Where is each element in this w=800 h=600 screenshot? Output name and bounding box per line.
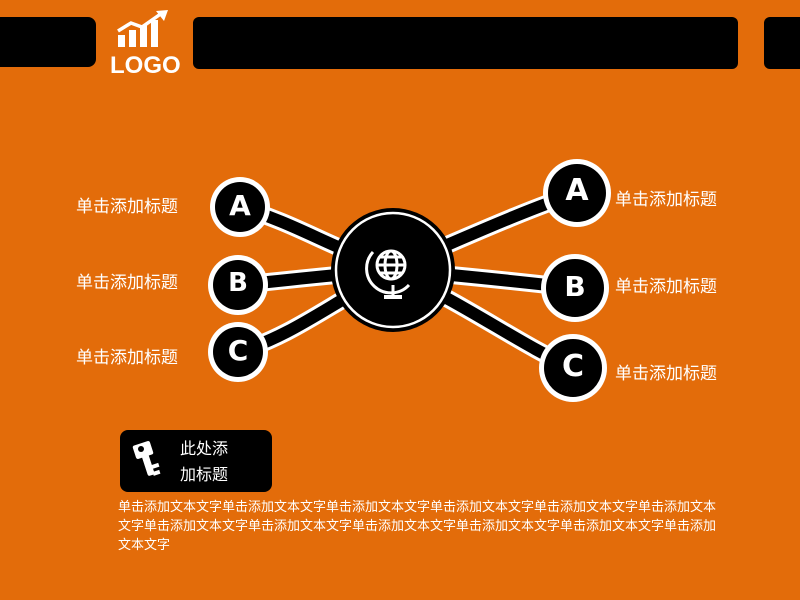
callout-box[interactable]: 此处添 加标题	[120, 430, 272, 492]
header-bar-title	[193, 17, 738, 69]
node-right-b-label[interactable]: 单击添加标题	[615, 277, 717, 297]
globe-icon	[365, 249, 411, 299]
node-left-b-letter: B	[228, 268, 248, 298]
callout-title-line2: 加标题	[180, 465, 229, 484]
callout-title-line1: 此处添	[180, 439, 229, 458]
key-icon	[132, 441, 161, 476]
body-paragraph[interactable]: 单击添加文本文字单击添加文本文字单击添加文本文字单击添加文本文字单击添加文本文字…	[118, 500, 717, 553]
node-left-c-label[interactable]: 单击添加标题	[76, 348, 178, 368]
node-right-b-letter: B	[564, 270, 586, 303]
node-left-c[interactable]	[208, 322, 268, 382]
node-right-a-letter: A	[565, 173, 589, 208]
node-left-a-letter: A	[229, 189, 251, 222]
bar-chart-logo-icon	[117, 10, 168, 47]
node-left-c-letter: C	[227, 334, 249, 367]
logo-text: LOGO	[110, 52, 181, 79]
node-left-a[interactable]	[210, 177, 270, 237]
node-right-a[interactable]	[543, 159, 611, 227]
header-bar-left	[0, 17, 96, 67]
node-left-b-label[interactable]: 单击添加标题	[76, 273, 178, 293]
node-right-c-label[interactable]: 单击添加标题	[615, 364, 717, 384]
header-bar-right	[764, 17, 800, 69]
node-left-a-label[interactable]: 单击添加标题	[76, 197, 178, 217]
node-right-a-label[interactable]: 单击添加标题	[615, 190, 717, 210]
node-left-b[interactable]	[208, 255, 268, 315]
center-hub	[331, 208, 455, 332]
node-right-b[interactable]	[541, 254, 609, 322]
node-right-c-letter: C	[561, 349, 585, 384]
node-right-c[interactable]	[539, 334, 607, 402]
